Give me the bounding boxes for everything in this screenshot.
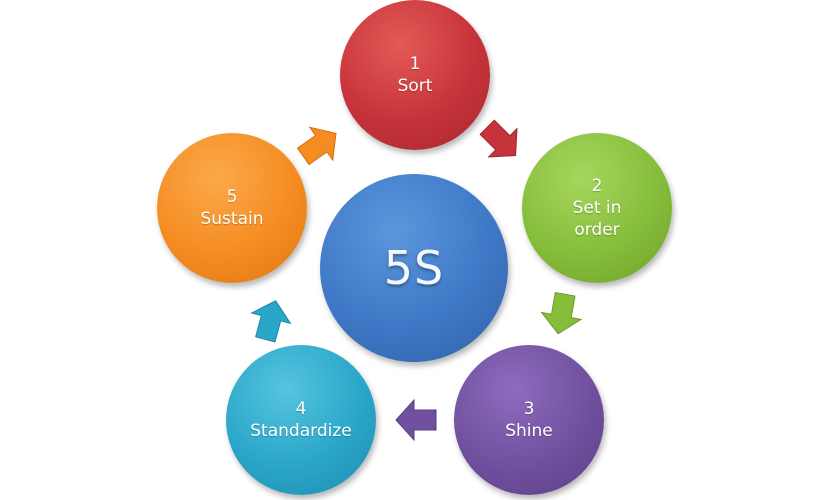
step-name: Sustain <box>200 209 264 229</box>
step-circle-sort: 1 Sort <box>340 0 490 150</box>
step-number: 3 <box>523 399 535 419</box>
step-circle-standardize: 4 Standardize <box>226 345 376 495</box>
arrow-set-in-order-to-shine <box>540 291 583 335</box>
step-number: 5 <box>226 187 238 207</box>
step-circle-shine: 3 Shine <box>454 345 604 495</box>
arrow-sort-to-set-in-order <box>479 119 518 158</box>
step-circle-sustain: 5 Sustain <box>157 133 307 283</box>
arrow-standardize-to-sustain <box>250 300 292 343</box>
step-name: Set in order <box>572 198 622 240</box>
center-circle-5s: 5S <box>320 174 508 362</box>
arrow-shine-to-standardize <box>395 398 437 442</box>
step-name: Shine <box>505 421 553 441</box>
step-name: Standardize <box>250 421 352 441</box>
center-label: 5S <box>383 241 445 295</box>
step-number: 4 <box>295 399 307 419</box>
step-name: Sort <box>397 76 433 96</box>
step-number: 1 <box>409 54 421 74</box>
step-circle-set-in-order: 2 Set in order <box>522 133 672 283</box>
arrow-sustain-to-sort <box>296 126 337 166</box>
step-number: 2 <box>591 176 603 196</box>
